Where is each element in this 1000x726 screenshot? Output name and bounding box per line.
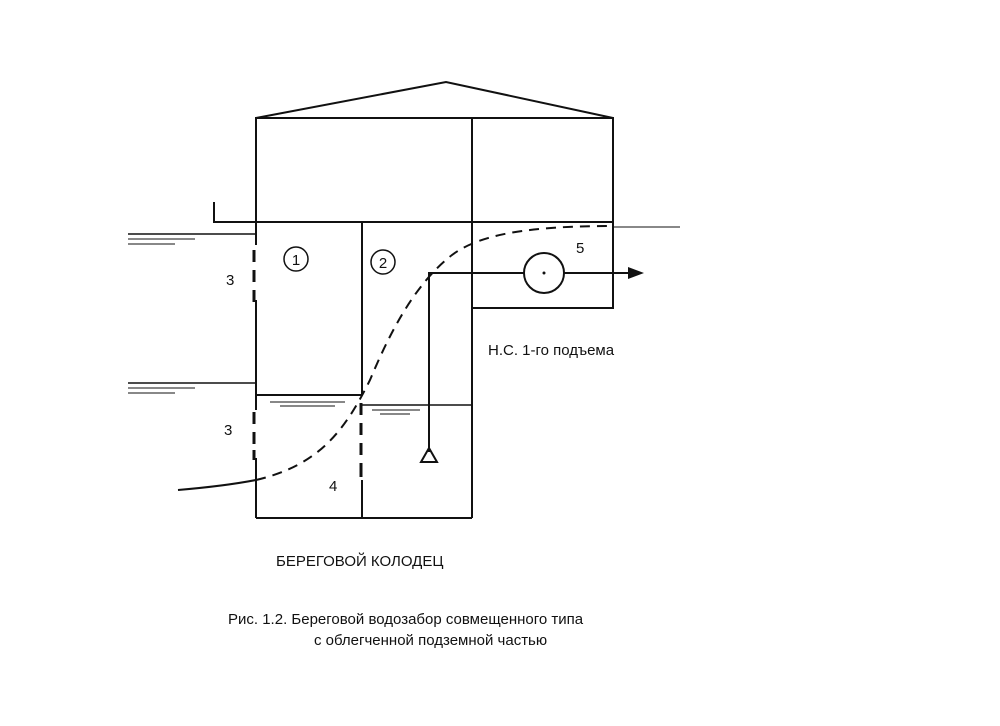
figure-caption-line-1: Рис. 1.2. Береговой водозабор совмещенно…: [228, 611, 584, 628]
depression-curve: [255, 225, 613, 481]
chamber-1-marker: [283, 246, 309, 272]
figure-caption-line-2: с облегченной подземной частью: [314, 632, 548, 649]
roof: [255, 80, 614, 119]
chamber-2-water-level: [372, 409, 420, 415]
superstructure: [255, 117, 614, 223]
partition-label: 4: [329, 478, 337, 495]
pump-station-label: Н.С. 1-го подъема: [488, 342, 615, 359]
river-bed: [177, 479, 257, 491]
discharge-arrow-icon: [628, 267, 644, 279]
pump-room: [471, 222, 614, 309]
screen-upper-label: 3: [226, 272, 234, 289]
chamber-1-label: 1: [292, 252, 300, 269]
screen-lower-label: 3: [224, 422, 232, 439]
suction-strainer: [419, 445, 439, 463]
high-water-level: [128, 233, 256, 245]
low-water-level: [128, 382, 256, 394]
chamber-1-water-level: [270, 401, 345, 407]
suction-pipe: [428, 272, 527, 452]
chamber-2-label: 2: [379, 255, 387, 272]
pump-center: [542, 271, 546, 275]
floor-slab: [213, 202, 613, 223]
chamber-2-marker: [370, 249, 396, 275]
well-title: БЕРЕГОВОЙ КОЛОДЕЦ: [276, 553, 444, 570]
pump-room-label: 5: [576, 240, 584, 257]
